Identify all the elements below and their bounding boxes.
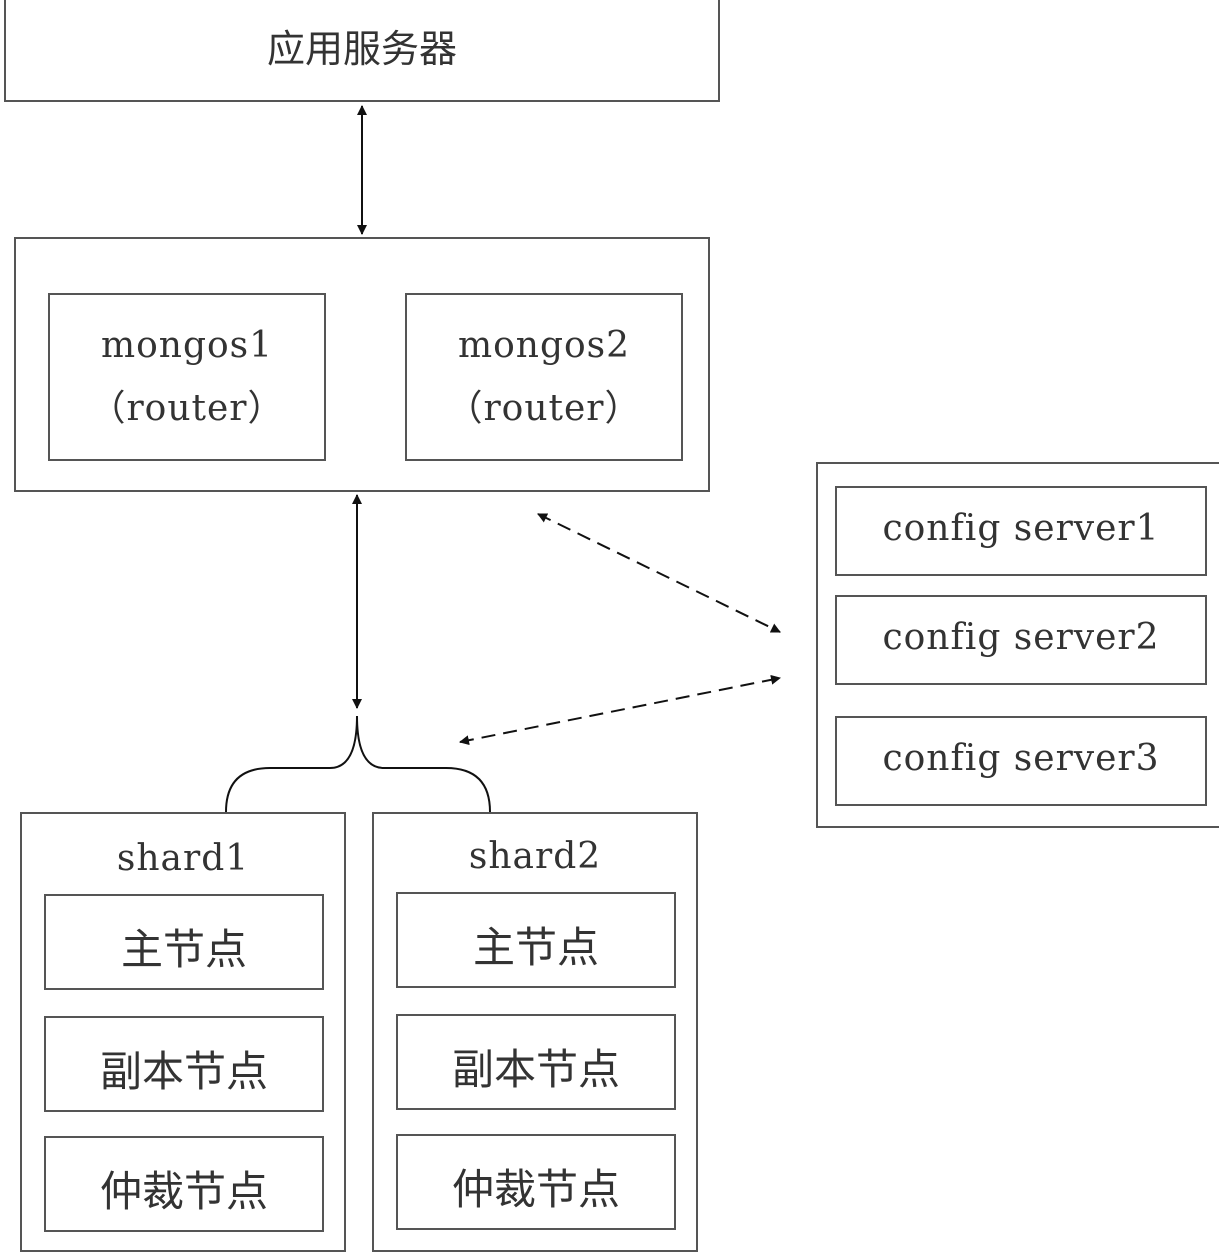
shard-title: shard2 [468, 836, 602, 877]
app-server-box: 应用服务器 [4, 0, 720, 102]
router-role: （router） [89, 388, 285, 429]
config-server-label: config server3 [882, 738, 1160, 779]
router-name: mongos2 [457, 325, 631, 366]
config-server-label: config server1 [882, 508, 1160, 549]
shard-config-dashed-arrow [459, 674, 781, 746]
node-label: 副本节点 [451, 1045, 620, 1094]
config-server-box: config server2 [835, 595, 1207, 685]
router-box-mongos1: mongos1 （router） [48, 293, 326, 461]
node-label: 主节点 [472, 923, 599, 972]
node-label: 副本节点 [99, 1047, 268, 1096]
app-server-label: 应用服务器 [266, 27, 457, 71]
node-label: 仲裁节点 [451, 1165, 620, 1214]
shard-box-shard2: shard2 主节点 副本节点 仲裁节点 [372, 812, 698, 1252]
shard-node-secondary: 副本节点 [396, 1014, 676, 1110]
router-config-dashed-arrow [537, 513, 781, 633]
shard-brace [225, 715, 491, 813]
node-label: 仲裁节点 [99, 1167, 268, 1216]
shard-node-secondary: 副本节点 [44, 1016, 324, 1112]
config-server-label: config server2 [882, 617, 1160, 658]
config-server-box: config server1 [835, 486, 1207, 576]
shard-node-primary: 主节点 [44, 894, 324, 990]
shard-node-arbiter: 仲裁节点 [44, 1136, 324, 1232]
shard-box-shard1: shard1 主节点 副本节点 仲裁节点 [20, 812, 346, 1252]
node-label: 主节点 [120, 925, 247, 974]
router-group: mongos1 （router） mongos2 （router） [14, 237, 710, 492]
shard-title: shard1 [116, 838, 250, 879]
shard-node-primary: 主节点 [396, 892, 676, 988]
shard-node-arbiter: 仲裁节点 [396, 1134, 676, 1230]
config-server-group: config server1 config server2 config ser… [816, 462, 1219, 828]
router-role: （router） [446, 388, 642, 429]
router-box-mongos2: mongos2 （router） [405, 293, 683, 461]
router-name: mongos1 [100, 325, 274, 366]
config-server-box: config server3 [835, 716, 1207, 806]
